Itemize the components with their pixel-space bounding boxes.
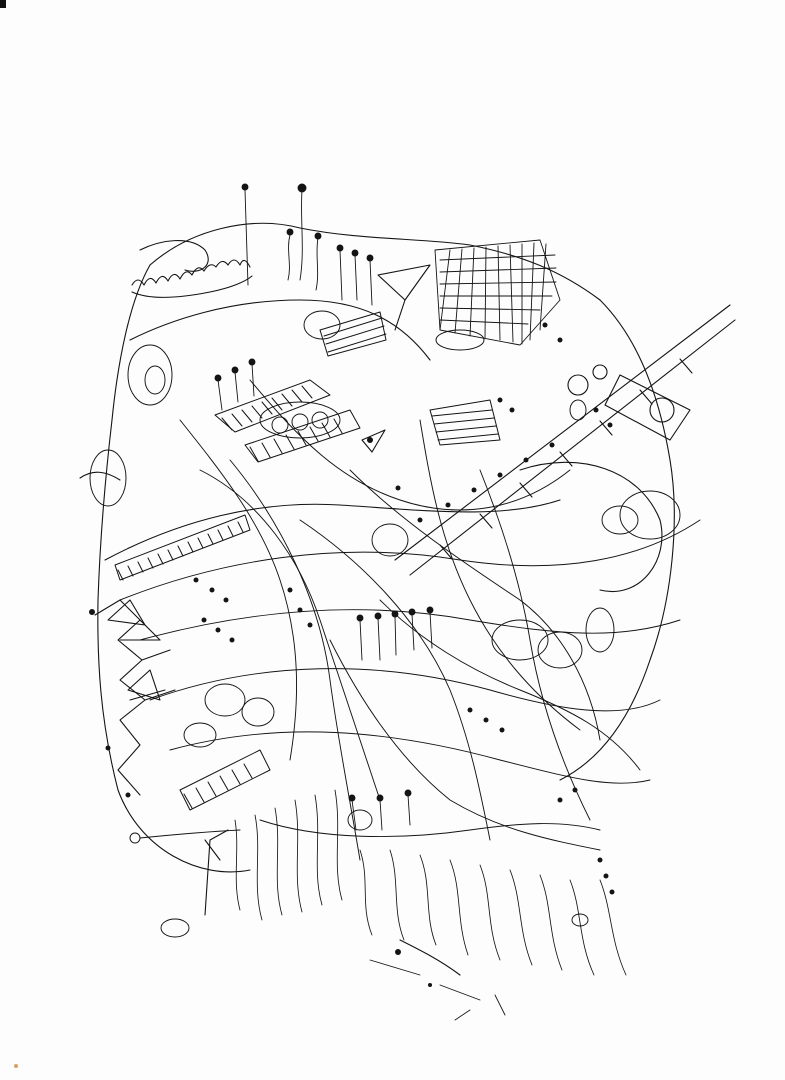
tether-lines <box>140 830 460 975</box>
triangles <box>108 265 430 700</box>
ink-dots <box>89 322 615 987</box>
diagonal-ladder <box>395 305 735 575</box>
stray-ink-dot <box>14 1064 18 1068</box>
staircase-ribbons <box>115 312 500 810</box>
zigzag-edge <box>80 472 175 795</box>
outer-contour <box>98 223 674 872</box>
crosshatch-block <box>435 240 560 345</box>
scan-corner-mark <box>0 0 6 8</box>
sweeping-lines <box>120 380 700 860</box>
scalloped-crown <box>132 241 252 298</box>
bulb-stems <box>215 184 433 830</box>
loops <box>90 311 680 937</box>
